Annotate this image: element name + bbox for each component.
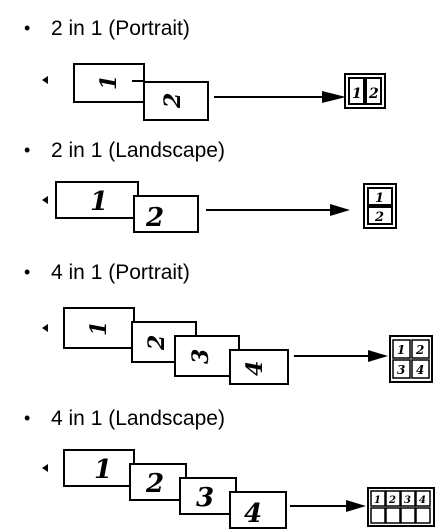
result-page-2: 2 xyxy=(415,343,424,357)
page-number-2: 2 xyxy=(160,93,186,109)
result-page-2: 2 xyxy=(374,210,384,225)
result-page-4: 4 xyxy=(416,363,424,377)
bullet: • xyxy=(24,408,31,428)
result-page-4: 4 xyxy=(419,495,426,506)
page-number-1: 1 xyxy=(96,75,122,90)
item-label: 2 in 1 (Portrait) xyxy=(51,16,190,40)
page-number-1: 1 xyxy=(86,321,112,336)
result-page-3: 3 xyxy=(404,495,411,506)
result-page-1: 1 xyxy=(352,86,362,102)
scroll-left-marker xyxy=(42,76,48,84)
scroll-left-marker xyxy=(42,324,48,332)
scroll-left-marker xyxy=(42,464,48,472)
page-number-3: 3 xyxy=(188,349,214,364)
item-label: 4 in 1 (Portrait) xyxy=(51,260,190,284)
page-number-3: 3 xyxy=(196,483,214,513)
result-page-2: 2 xyxy=(368,86,379,102)
result-page-1: 1 xyxy=(374,495,381,506)
diagram-4in1-portrait: 1 2 3 4 1 2 3 4 xyxy=(42,307,433,385)
list-item-4in1-portrait: • 4 in 1 (Portrait) xyxy=(0,256,441,288)
arrow-head xyxy=(330,204,350,216)
page-number-2: 2 xyxy=(144,335,170,351)
list-item-2in1-portrait: • 2 in 1 (Portrait) xyxy=(0,12,441,44)
item-label: 4 in 1 (Landscape) xyxy=(51,406,225,430)
page-number-4: 4 xyxy=(244,499,262,529)
result-page-1: 1 xyxy=(397,343,405,357)
bullet: • xyxy=(24,262,31,282)
arrow-head xyxy=(322,91,346,103)
diagram-4in1-landscape: 1 2 3 4 1 2 3 4 xyxy=(42,449,435,529)
result-page-1: 1 xyxy=(375,191,384,206)
arrow-head xyxy=(346,500,366,512)
page-number-4: 4 xyxy=(242,361,268,376)
scroll-left-marker xyxy=(42,196,48,204)
list-item-2in1-landscape: • 2 in 1 (Landscape) xyxy=(0,134,441,166)
bullet: • xyxy=(24,140,31,160)
diagram-2in1-portrait: 1 2 1 2 xyxy=(42,63,386,121)
bullet: • xyxy=(24,18,31,38)
result-page-3: 3 xyxy=(397,363,405,377)
item-label: 2 in 1 (Landscape) xyxy=(51,138,225,162)
list-item-4in1-landscape: • 4 in 1 (Landscape) xyxy=(0,402,441,434)
page-number-2: 2 xyxy=(145,203,164,233)
arrow-head xyxy=(368,350,388,362)
page-number-1: 1 xyxy=(94,455,112,485)
page-number-1: 1 xyxy=(90,187,108,217)
result-page-2: 2 xyxy=(388,495,396,506)
diagram-2in1-landscape: 1 2 1 2 xyxy=(42,181,397,233)
page-number-2: 2 xyxy=(145,469,164,499)
